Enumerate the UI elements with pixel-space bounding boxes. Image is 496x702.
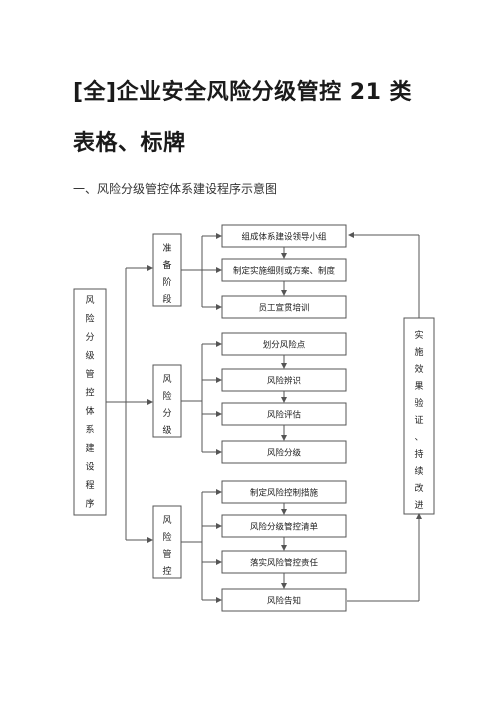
step-label: 制定风险控制措施 [250, 488, 319, 499]
feedback-char: 进 [414, 500, 423, 511]
root-char: 系 [85, 425, 94, 436]
step-label: 风险告知 [267, 596, 301, 607]
stage-label-char: 段 [162, 293, 171, 305]
feedback-char: 效 [414, 363, 423, 375]
feedback-char: 持 [414, 448, 423, 460]
document-title-line2: 表格、标牌 [73, 131, 186, 156]
stage-label-char: 险 [162, 390, 171, 402]
feedback-char: 施 [414, 346, 423, 358]
stage-label-char: 备 [162, 259, 171, 271]
document-title-line1: [全]企业安全风险分级管控 21 类 [73, 80, 413, 105]
step-label: 划分风险点 [263, 340, 306, 351]
feedback-char: 改 [414, 482, 423, 494]
root-char: 程 [85, 480, 94, 491]
feedback-char: 续 [414, 465, 423, 477]
root-char: 控 [85, 387, 94, 399]
feedback-char: 证 [414, 415, 423, 426]
root-char: 序 [85, 498, 94, 510]
stage-label-char: 险 [162, 531, 171, 543]
step-label: 风险分级管控清单 [250, 522, 319, 533]
stage-label-char: 阶 [162, 276, 171, 288]
step-label: 风险评估 [267, 410, 302, 421]
root-char: 风 [85, 295, 94, 306]
stage-label-char: 控 [162, 565, 171, 577]
stage-label-char: 风 [162, 374, 171, 385]
step-label: 风险辨识 [267, 376, 301, 387]
root-label: 风险分级管控体系建设程序 [85, 295, 94, 510]
stage-label-char: 准 [162, 243, 171, 254]
stage-label-char: 级 [162, 424, 171, 436]
step-label: 组成体系建设领导小组 [241, 232, 327, 243]
stage-label-char: 分 [162, 408, 171, 419]
feedback-char: 验 [414, 397, 423, 409]
step-label: 风险分级 [267, 448, 302, 459]
stage-label-char: 风 [162, 515, 171, 526]
stage-label-char: 管 [162, 548, 171, 560]
root-char: 设 [85, 462, 94, 473]
feedback-char: 实 [414, 329, 423, 341]
feedback-char: 果 [414, 381, 423, 392]
root-char: 分 [85, 332, 94, 343]
step-box [221, 440, 347, 464]
step-label: 员工宣贯培训 [258, 303, 309, 314]
feedback-char: 、 [414, 433, 423, 443]
step-label: 落实风险管控责任 [250, 558, 319, 569]
root-char: 险 [85, 313, 94, 325]
root-char: 体 [85, 405, 94, 417]
step-box [221, 295, 347, 319]
feedback-box [403, 317, 435, 515]
root-char: 级 [85, 350, 94, 362]
section-heading: 一、风险分级管控体系建设程序示意图 [73, 182, 278, 196]
root-char: 建 [85, 442, 94, 454]
step-box [221, 588, 347, 612]
step-label: 制定实施细则或方案、制度 [233, 266, 336, 277]
root-char: 管 [85, 368, 94, 380]
stage-box-control [152, 505, 182, 579]
